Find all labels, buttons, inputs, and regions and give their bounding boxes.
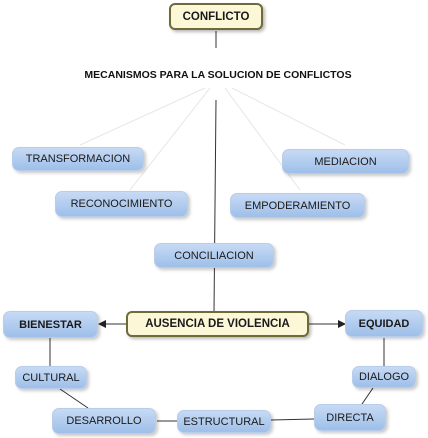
node-ausencia-label: AUSENCIA DE VIOLENCIA: [145, 318, 290, 330]
node-desarrollo[interactable]: DESARROLLO: [52, 408, 156, 434]
node-dialogo[interactable]: DIALOGO: [352, 366, 416, 388]
connector-estructural-directa: [270, 418, 315, 421]
root-node-label: CONFLICTO: [182, 10, 250, 23]
node-mediacion[interactable]: MEDIACION: [282, 149, 409, 174]
node-bienestar[interactable]: BIENESTAR: [3, 311, 98, 338]
root-node-conflicto[interactable]: CONFLICTO: [169, 3, 263, 30]
node-directa-label: DIRECTA: [326, 411, 374, 424]
node-empoderamiento-label: EMPODERAMIENTO: [244, 199, 351, 212]
node-equidad[interactable]: EQUIDAD: [345, 310, 423, 337]
node-dialogo-label: DIALOGO: [358, 371, 410, 383]
node-mediacion-label: MEDIACION: [314, 155, 377, 168]
node-empoderamiento[interactable]: EMPODERAMIENTO: [230, 193, 365, 218]
node-conciliacion[interactable]: CONCILIACION: [154, 243, 274, 268]
node-reconocimiento[interactable]: RECONOCIMIENTO: [55, 191, 188, 217]
node-cultural-label: CULTURAL: [22, 371, 80, 384]
node-ausencia-de-violencia[interactable]: AUSENCIA DE VIOLENCIA: [126, 311, 309, 337]
node-equidad-label: EQUIDAD: [358, 317, 410, 330]
node-reconocimiento-label: RECONOCIMIENTO: [70, 198, 173, 210]
faint-guides: [79, 87, 346, 191]
node-cultural[interactable]: CULTURAL: [15, 366, 87, 389]
connector-subtitle-ausencia: [213, 99, 217, 313]
node-desarrollo-label: DESARROLLO: [66, 415, 142, 427]
node-transformacion-label: TRANSFORMACION: [25, 153, 131, 165]
node-transformacion[interactable]: TRANSFORMACION: [12, 147, 144, 171]
connector-dialogo-directa: [361, 387, 374, 405]
node-estructural-label: ESTRUCTURAL: [183, 415, 265, 428]
diagram-subtitle: MECANISMOS PARA LA SOLUCION DE CONFLICTO…: [84, 69, 352, 81]
connector-cultural-desarrollo: [59, 388, 89, 409]
node-bienestar-label: BIENESTAR: [19, 318, 82, 331]
node-conciliacion-label: CONCILIACION: [174, 249, 254, 262]
node-directa[interactable]: DIRECTA: [314, 404, 386, 431]
node-estructural[interactable]: ESTRUCTURAL: [177, 410, 271, 433]
